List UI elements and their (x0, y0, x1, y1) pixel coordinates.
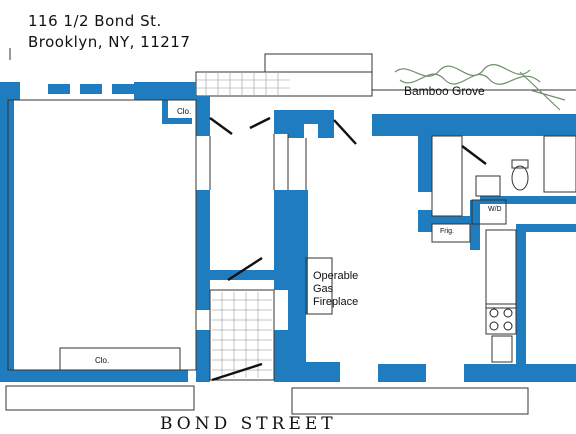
interior-lines (5, 99, 576, 415)
address-line-1: 116 1/2 Bond St. (28, 12, 162, 30)
closet-label-bottom: Clo. (95, 356, 110, 365)
fireplace-label: Operable Gas Fireplace (313, 270, 359, 308)
bamboo-grove-drawing (394, 64, 566, 111)
garden-label: Bamboo Grove (404, 84, 485, 98)
closet-label-top: Clo. (177, 107, 192, 116)
walls (0, 82, 576, 382)
address-line-2: Brooklyn, NY, 11217 (28, 33, 191, 51)
patio-grid (196, 72, 290, 96)
stove-icon (489, 308, 513, 331)
fridge-label: Frig. (440, 228, 454, 235)
door-swings (209, 116, 487, 382)
fireplace-hearth-pavers (212, 292, 272, 378)
street-label: BOND STREET (160, 414, 337, 434)
washer-dryer-label: W/D (488, 206, 502, 213)
